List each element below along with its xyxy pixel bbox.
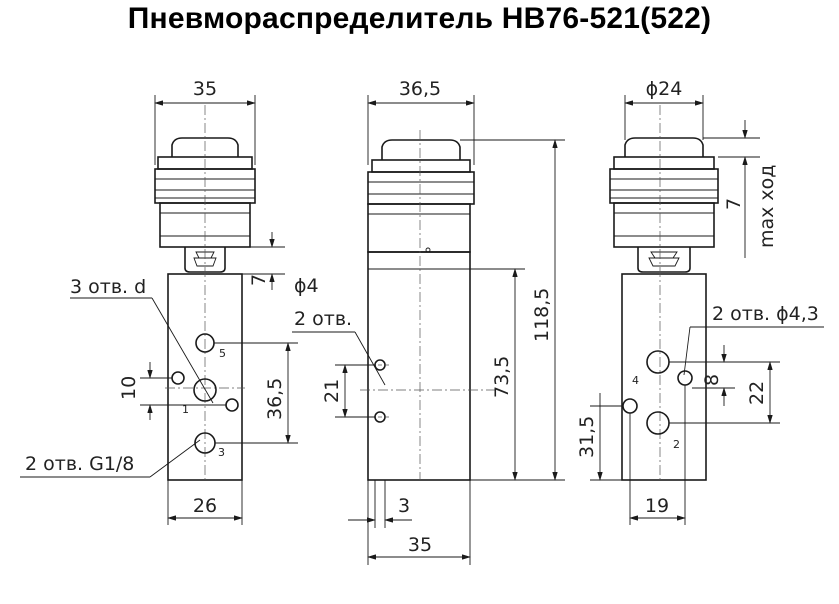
rear-actuator-base <box>613 202 715 248</box>
rear-stem-housing <box>637 247 691 273</box>
rear-actuator-ring <box>613 156 715 170</box>
rear-dim-stroke: 7 <box>723 198 745 210</box>
rear-valve-body <box>621 273 707 481</box>
front-dim-stroke: 7 <box>248 274 270 286</box>
rear-dim-31-5: 31,5 <box>576 416 598 458</box>
side-valve-body <box>367 251 471 481</box>
front-hole-a <box>171 371 185 385</box>
side-view: 36,5 ϕ4 2 отв. 21 73,5 118,5 3 35 <box>292 78 565 565</box>
front-dim-width-body: 26 <box>193 495 217 517</box>
side-dim-3: 3 <box>398 495 410 517</box>
rear-port-2 <box>646 411 670 435</box>
rear-mount-hole-b <box>622 398 638 414</box>
side-dim-35: 35 <box>408 534 432 556</box>
front-port-3-label: 3 <box>218 446 225 459</box>
side-actuator-ring <box>371 159 471 173</box>
rear-view: 4 2 ϕ24 7 max ход 2 отв. ϕ4,3 8 22 31 <box>576 78 824 525</box>
page-title: Пневмораспределитель НВ76-521(522) <box>127 2 712 35</box>
side-hole-dia: ϕ4 <box>294 275 319 297</box>
front-dim-10: 10 <box>118 376 140 400</box>
rear-dim-8: 8 <box>701 374 723 386</box>
front-hole-b <box>225 398 239 412</box>
front-thread-label: 2 отв. G1/8 <box>25 453 134 475</box>
front-port-5-label: 5 <box>219 347 226 360</box>
front-dim-36-5: 36,5 <box>264 378 286 420</box>
side-holes-label: 2 отв. <box>294 308 352 330</box>
rear-dim-22: 22 <box>746 381 768 405</box>
front-holes-label: 3 отв. d <box>70 276 146 298</box>
side-dim-width-top: 36,5 <box>399 78 441 100</box>
rear-dim-19: 19 <box>645 495 669 517</box>
rear-port-4-label: 4 <box>632 374 639 387</box>
rear-mount-hole-a <box>677 370 693 386</box>
front-port-1-label: 1 <box>182 403 189 416</box>
rear-holes-label: 2 отв. ϕ4,3 <box>712 303 819 325</box>
rear-button-cap <box>624 137 704 157</box>
rear-port-4 <box>646 350 670 374</box>
side-actuator-body <box>367 171 475 205</box>
rear-dim-dia-top: ϕ24 <box>646 78 683 100</box>
front-port-1 <box>193 378 217 402</box>
side-dim-73-5: 73,5 <box>491 356 513 398</box>
side-actuator-base <box>367 203 471 253</box>
side-button-cap <box>381 139 461 160</box>
side-dim-118-5: 118,5 <box>531 288 553 342</box>
front-view: 5 1 3 35 7 3 отв. d 10 36,5 2 отв. G1/8 <box>20 78 298 525</box>
rear-port-2-label: 2 <box>673 438 680 451</box>
rear-max-stroke: max ход <box>756 165 778 248</box>
side-dim-21: 21 <box>321 379 343 403</box>
front-dim-width-top: 35 <box>193 78 217 100</box>
